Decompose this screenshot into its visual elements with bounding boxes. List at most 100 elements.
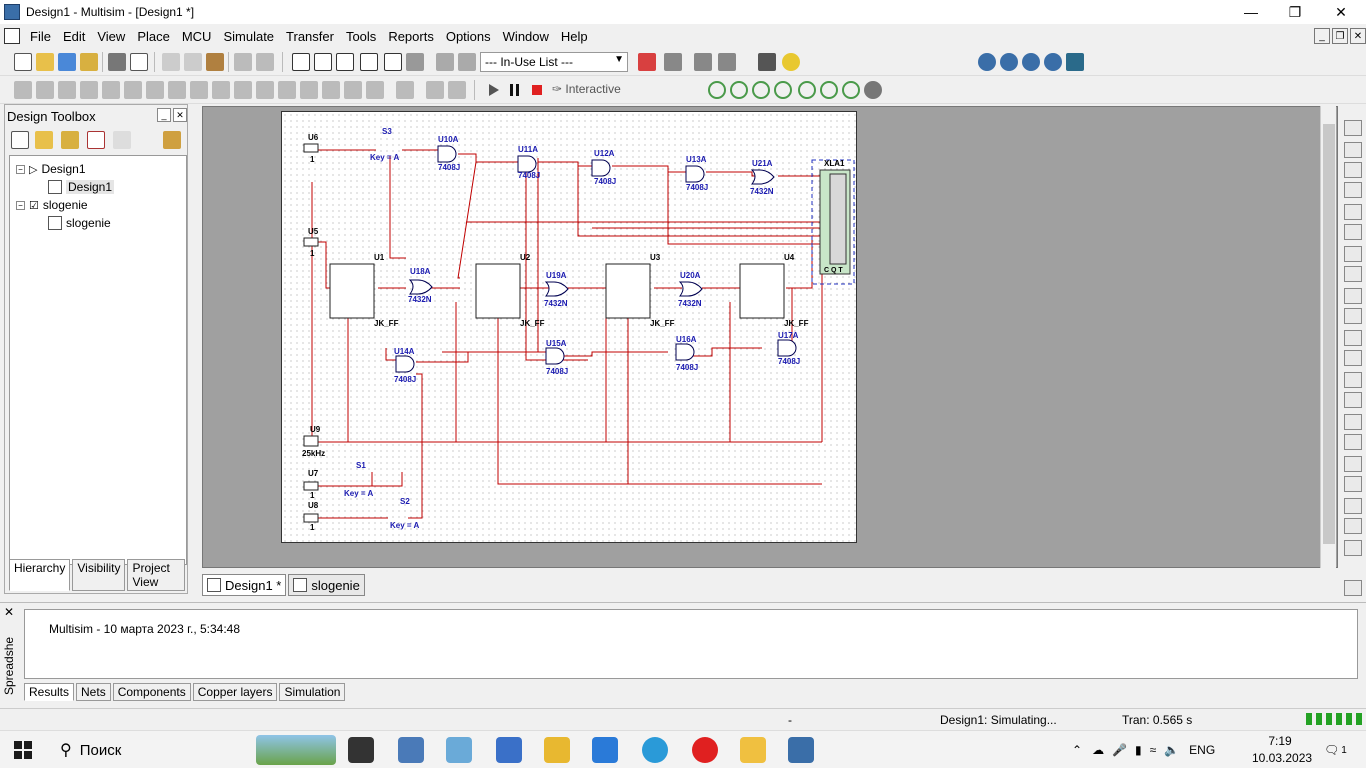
task-view-icon[interactable] — [348, 737, 374, 763]
mcu-component-icon[interactable] — [366, 81, 384, 99]
tree-node-design1-sheet[interactable]: Design1 — [48, 178, 115, 196]
schematic-sheet[interactable]: U6 1 U5 1 U9 25kHz U7 1 U8 1 S3 Key = A … — [281, 111, 857, 543]
export-icon[interactable] — [718, 53, 736, 71]
print-preview-icon[interactable] — [130, 53, 148, 71]
hierarchical-block-icon[interactable] — [396, 81, 414, 99]
menu-mcu[interactable]: MCU — [181, 28, 212, 44]
tab-design1[interactable]: Design1 * — [202, 574, 287, 596]
spreadsheet-view-icon[interactable] — [314, 53, 332, 71]
language-indicator[interactable]: ENG — [1189, 743, 1216, 757]
tektronix-oscilloscope-icon[interactable] — [1344, 476, 1362, 492]
probe-voltage-icon[interactable] — [708, 81, 726, 99]
zoom-out-icon[interactable] — [1000, 53, 1018, 71]
ni-elvis-icon[interactable] — [1344, 518, 1362, 534]
ni-component-icon[interactable] — [344, 81, 362, 99]
cloud-icon[interactable]: ☁ — [1092, 743, 1105, 757]
mixed-component-icon[interactable] — [190, 81, 208, 99]
probe-power-icon[interactable] — [752, 81, 770, 99]
tab-slogenie[interactable]: slogenie — [288, 574, 365, 596]
tab-project-view[interactable]: Project View — [127, 559, 185, 591]
place-component-icon[interactable] — [436, 53, 454, 71]
search-highlight-image[interactable] — [256, 735, 336, 765]
four-channel-oscilloscope-icon[interactable] — [1344, 204, 1362, 220]
tree-node-slogenie[interactable]: − ☑ slogenie — [16, 196, 88, 214]
tree-node-design1[interactable]: − ▷ Design1 — [16, 160, 86, 178]
menu-tools[interactable]: Tools — [345, 28, 377, 44]
erc-icon[interactable] — [458, 53, 476, 71]
collapse-icon[interactable]: − — [16, 164, 25, 174]
volume-icon[interactable]: 🔈 — [1164, 743, 1180, 757]
app-icon[interactable] — [446, 737, 472, 763]
electromechanical-icon[interactable] — [322, 81, 340, 99]
toolbox-close-button[interactable]: ✕ — [173, 108, 187, 122]
cmos-component-icon[interactable] — [146, 81, 164, 99]
distortion-analyzer-icon[interactable] — [1344, 350, 1362, 366]
rename-icon[interactable] — [113, 131, 131, 149]
multimeter-icon[interactable] — [1344, 120, 1362, 136]
spectrum-analyzer-icon[interactable] — [1344, 372, 1362, 388]
menu-view[interactable]: View — [97, 28, 126, 44]
stop-icon[interactable] — [528, 81, 546, 99]
zoom-area-icon[interactable] — [1022, 53, 1040, 71]
mdi-minimize-button[interactable]: _ — [1314, 28, 1330, 44]
yandex-browser-icon[interactable] — [692, 737, 718, 763]
open-design-icon[interactable] — [35, 131, 53, 149]
mdi-restore-button[interactable]: ❐ — [1332, 28, 1348, 44]
advanced-peripherals-icon[interactable] — [278, 81, 296, 99]
probe-current-icon[interactable] — [730, 81, 748, 99]
open-sample-icon[interactable] — [58, 53, 76, 71]
back-annotate-icon[interactable] — [694, 53, 712, 71]
menu-help[interactable]: Help — [560, 28, 588, 44]
agilent-generator-icon[interactable] — [1344, 414, 1362, 430]
probe-icon[interactable] — [638, 53, 656, 71]
file-explorer-icon[interactable] — [544, 737, 570, 763]
wifi-icon[interactable]: ≈ — [1149, 743, 1157, 757]
power-component-icon[interactable] — [234, 81, 252, 99]
menu-window[interactable]: Window — [502, 28, 549, 44]
notification-center[interactable]: 🗨 1 — [1324, 731, 1347, 768]
pause-icon[interactable] — [506, 81, 524, 99]
word-generator-icon[interactable] — [1344, 266, 1362, 282]
postprocessor-icon[interactable] — [384, 53, 402, 71]
run-icon[interactable] — [484, 81, 502, 99]
ttl-component-icon[interactable] — [124, 81, 142, 99]
grapher-icon[interactable] — [360, 53, 378, 71]
save-design-icon[interactable] — [61, 131, 79, 149]
source-component-icon[interactable] — [14, 81, 32, 99]
menu-options[interactable]: Options — [445, 28, 491, 44]
transistor-component-icon[interactable] — [80, 81, 98, 99]
camera-icon[interactable] — [496, 737, 522, 763]
edge-icon[interactable] — [642, 737, 668, 763]
probe-differential-icon[interactable] — [774, 81, 792, 99]
close-design-icon[interactable] — [87, 131, 105, 149]
tree-node-slogenie-sheet[interactable]: slogenie — [48, 214, 111, 232]
full-screen-icon[interactable] — [1066, 53, 1084, 71]
save-icon[interactable] — [80, 53, 98, 71]
taskbar-clock[interactable]: 7:19 10.03.2023 — [1252, 733, 1312, 767]
function-generator-icon[interactable] — [1344, 142, 1362, 158]
interactive-mode-button[interactable]: ✑ Interactive — [552, 82, 621, 96]
menu-edit[interactable]: Edit — [62, 28, 86, 44]
zoom-in-icon[interactable] — [978, 53, 996, 71]
multisim-taskbar-icon[interactable] — [788, 737, 814, 763]
probe-digital-icon[interactable] — [820, 81, 838, 99]
agilent-oscilloscope-icon[interactable] — [1344, 456, 1362, 472]
schematic-workspace[interactable]: U6 1 U5 1 U9 25kHz U7 1 U8 1 S3 Key = A … — [202, 106, 1338, 568]
windows-start-icon[interactable] — [14, 741, 32, 759]
tab-nets[interactable]: Nets — [76, 683, 111, 701]
workspace-vscrollbar[interactable] — [1320, 106, 1336, 568]
bode-plotter-icon[interactable] — [1344, 224, 1362, 240]
forward-annotate-icon[interactable] — [664, 53, 682, 71]
indicator-icon[interactable] — [212, 81, 230, 99]
cut-icon[interactable] — [162, 53, 180, 71]
probe-settings-icon[interactable] — [842, 81, 860, 99]
open-icon[interactable] — [36, 53, 54, 71]
probe-reference-icon[interactable] — [798, 81, 816, 99]
menu-file[interactable]: File — [30, 28, 51, 44]
multisim-app-icon[interactable] — [4, 4, 20, 20]
document-icon[interactable] — [4, 28, 20, 44]
print-icon[interactable] — [108, 53, 126, 71]
database-manager-icon[interactable] — [336, 53, 354, 71]
agilent-multimeter-icon[interactable] — [1344, 434, 1362, 450]
tab-results[interactable]: Results — [24, 683, 75, 701]
